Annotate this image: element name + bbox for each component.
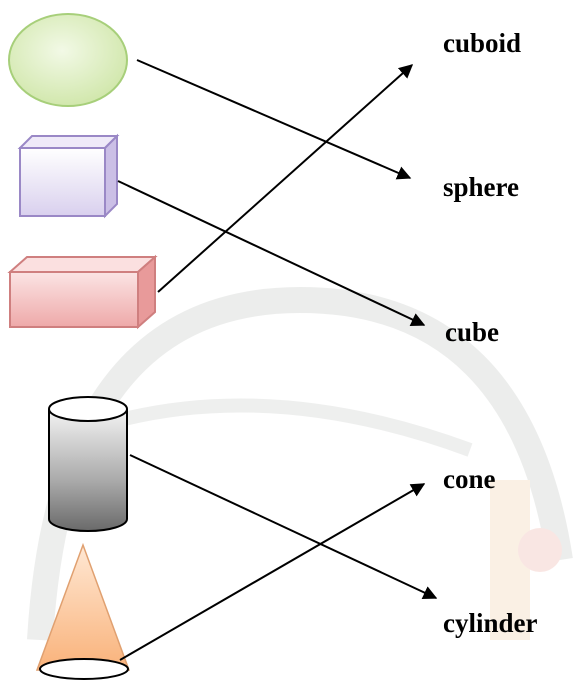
arrow-cone-to-cone-label [119, 483, 426, 661]
cone-shape [35, 542, 131, 680]
label-cuboid: cuboid [443, 28, 522, 58]
arrow-sphere-to-sphere-label [136, 59, 412, 180]
cuboid-shape [7, 254, 158, 330]
label-cone: cone [443, 464, 496, 494]
arrow-cube-to-cube-label [117, 180, 426, 326]
label-cube: cube [445, 317, 499, 347]
sphere-shape [8, 13, 128, 107]
cylinder-shape [48, 396, 128, 532]
label-sphere: sphere [443, 172, 520, 202]
arrow-cylinder-to-cylinder-label [129, 454, 438, 600]
arrow-cuboid-to-cuboid-label [157, 64, 414, 293]
label-cylinder: cylinder [443, 608, 538, 638]
cube-shape [17, 133, 120, 219]
